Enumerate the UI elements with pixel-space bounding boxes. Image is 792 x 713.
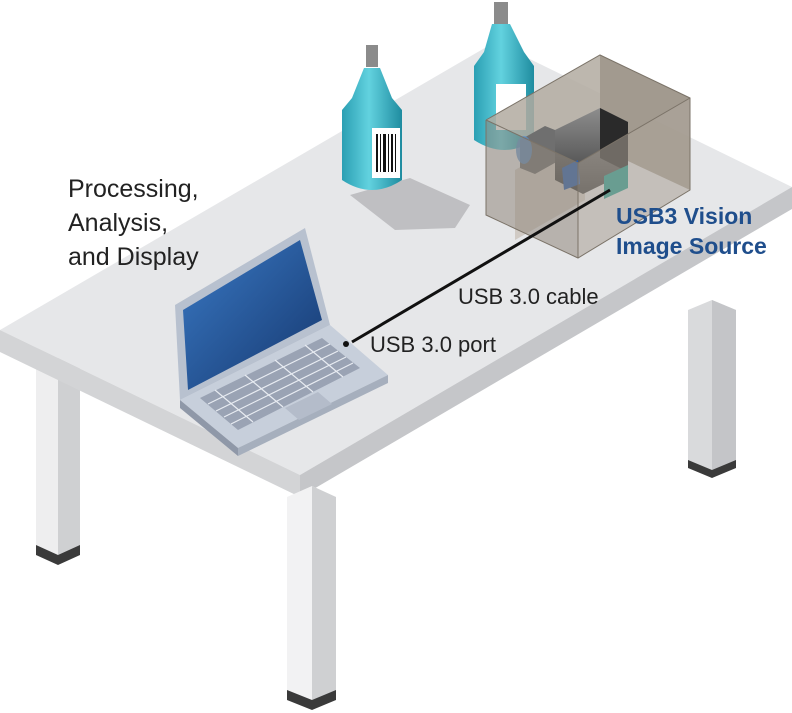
- laptop-screen: [183, 240, 322, 390]
- trackpad: [285, 392, 332, 420]
- laptop: [175, 228, 388, 456]
- processing-label-line-1: Processing,: [68, 175, 199, 203]
- table-leg-back-right: [688, 300, 736, 478]
- usb-port: [343, 341, 349, 347]
- image-source-enclosure: [485, 54, 691, 259]
- bottle-shadow: [350, 178, 470, 230]
- table-leg-front-left: [36, 340, 80, 565]
- bottle-left: [342, 45, 402, 190]
- table-leg-front: [287, 486, 336, 710]
- image-source-label-line-1: USB3 Vision: [616, 203, 753, 229]
- image-source-label: USB3 Vision Image Source: [616, 201, 767, 261]
- usb-cable-label: USB 3.0 cable: [458, 284, 599, 309]
- processing-label-line-2: Analysis,: [68, 209, 169, 237]
- barcode-icon: [376, 134, 396, 172]
- image-source-label-line-2: Image Source: [616, 233, 767, 259]
- keyboard: [200, 338, 360, 430]
- usb-cable: [351, 188, 611, 344]
- processing-label-line-3: and Display: [68, 243, 199, 271]
- processing-label: Processing, Analysis, and Display: [68, 172, 199, 274]
- usb-port-label: USB 3.0 port: [370, 332, 496, 357]
